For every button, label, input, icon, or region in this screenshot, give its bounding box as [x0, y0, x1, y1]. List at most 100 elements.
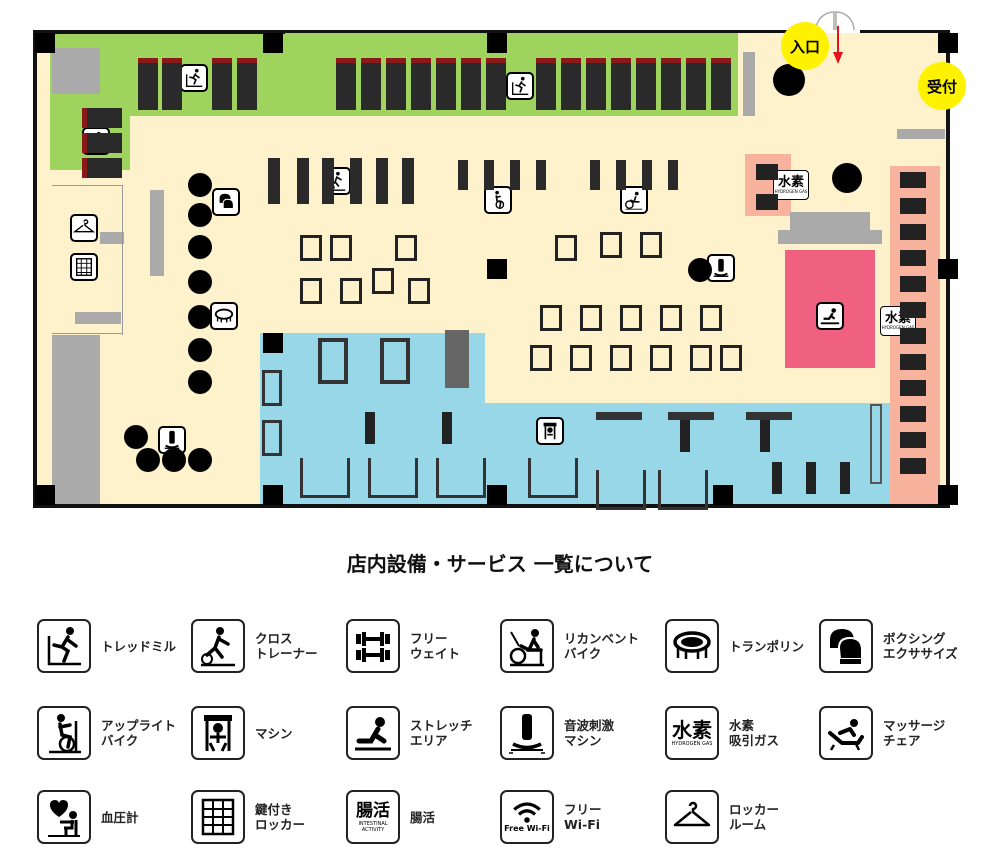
smith-machine: [445, 330, 469, 388]
legend-item-treadmill: トレッドミル: [37, 619, 176, 673]
legend-label: マシン: [255, 725, 293, 741]
dumbbell-rack: [870, 404, 882, 484]
legend-label: 音波刺激 マシン: [564, 718, 615, 748]
dumbbell-bench: [806, 462, 816, 494]
pillar: [487, 259, 507, 279]
treadmill: [411, 58, 431, 110]
treadmill: [237, 58, 257, 110]
upright-bike-icon: [484, 186, 512, 214]
legend-item-machine: マシン: [191, 706, 293, 760]
bench-rack: [368, 458, 418, 498]
legend-item-stretch: ストレッチ エリア: [346, 706, 473, 760]
boxing-icon: [819, 619, 873, 673]
reception-counter: [897, 129, 945, 139]
boxing-icon: [212, 188, 240, 216]
weight-machine: [700, 305, 722, 331]
legend-label: トランポリン: [729, 638, 805, 654]
reception-label: 受付: [920, 64, 964, 108]
bike: [590, 160, 600, 190]
legend-item-upright-bike: アップライト バイク: [37, 706, 176, 760]
treadmill: [536, 58, 556, 110]
legend-label: ロッカー ルーム: [729, 802, 780, 832]
legend-label: クロス トレーナー: [255, 631, 318, 661]
dumbbell-bench: [365, 412, 375, 444]
legend-item-trampoline: トランポリン: [665, 619, 804, 673]
massage-chair: [900, 224, 926, 240]
weight-machine: [372, 268, 394, 294]
boxing-bag: [188, 305, 212, 329]
boxing-bag: [188, 270, 212, 294]
treadmill: [636, 58, 656, 110]
legend-item-cross-trainer: クロス トレーナー: [191, 619, 318, 673]
upright-bike-icon: [37, 706, 91, 760]
treadmill: [486, 58, 506, 110]
weight-machine: [540, 305, 562, 331]
pillar: [263, 333, 283, 353]
weight-machine: [570, 345, 592, 371]
massage-chair-icon: [819, 706, 873, 760]
weight-machine: [555, 235, 577, 261]
boxing-bag: [188, 203, 212, 227]
treadmill: [361, 58, 381, 110]
bike: [458, 160, 468, 190]
legend-label: 水素 吸引ガス: [729, 718, 780, 748]
storage-area-lower: [52, 335, 100, 505]
pillar: [263, 33, 283, 53]
pillar: [938, 485, 958, 505]
treadmill: [711, 58, 731, 110]
cross-trainer: [297, 158, 309, 204]
treadmill: [82, 133, 122, 153]
boxing-bag: [136, 448, 160, 472]
treadmill: [212, 58, 232, 110]
locker-room-icon: [70, 214, 98, 242]
cross-trainer: [268, 158, 280, 204]
legend-label: トレッドミル: [101, 638, 177, 654]
cross-trainer: [376, 158, 388, 204]
weight-machine: [690, 345, 712, 371]
legend-item-recumbent-bike: リカンベント バイク: [500, 619, 639, 673]
dumbbell-bench: [442, 412, 452, 444]
intestinal-icon-sub: INTESTINAL ACTIVITY: [358, 821, 388, 833]
treadmill: [561, 58, 581, 110]
weight-machine: [300, 235, 322, 261]
bike: [616, 160, 626, 190]
free-weight-icon: [346, 619, 400, 673]
legend-item-ultrasonic-machine: 音波刺激 マシン: [500, 706, 614, 760]
machine-icon: [536, 417, 564, 445]
massage-chair: [900, 250, 926, 266]
reception-counter: [743, 52, 755, 116]
legend-label: マッサージ チェア: [883, 718, 946, 748]
wifi-icon: Free Wi-Fi: [500, 790, 554, 844]
recumbent-bike-icon: [620, 186, 648, 214]
massage-chair: [900, 198, 926, 214]
treadmill: [138, 58, 158, 110]
legend-label: ストレッチ エリア: [410, 718, 473, 748]
legend-label: ボクシング エクササイズ: [883, 631, 958, 661]
massage-chair: [756, 194, 778, 210]
legend-item-boxing: ボクシング エクササイズ: [819, 619, 958, 673]
bench-rack: [528, 458, 578, 498]
legend-label: フリー ウェイト: [410, 631, 461, 661]
weight-machine: [395, 235, 417, 261]
partition-line: [52, 333, 122, 334]
treadmill: [162, 58, 182, 110]
table: [773, 64, 805, 96]
recumbent-bike-icon: [500, 619, 554, 673]
bench: [778, 230, 882, 244]
barbell-bench: [668, 412, 714, 420]
treadmill: [82, 108, 122, 128]
boxing-bag: [162, 448, 186, 472]
treadmill: [586, 58, 606, 110]
machine-icon: [191, 706, 245, 760]
massage-chair: [900, 380, 926, 396]
pillar: [938, 259, 958, 279]
boxing-bag: [188, 173, 212, 197]
power-rack: [380, 338, 410, 384]
locker-icon: [70, 253, 98, 281]
pillar: [487, 33, 507, 53]
dumbbell-bench: [840, 462, 850, 494]
